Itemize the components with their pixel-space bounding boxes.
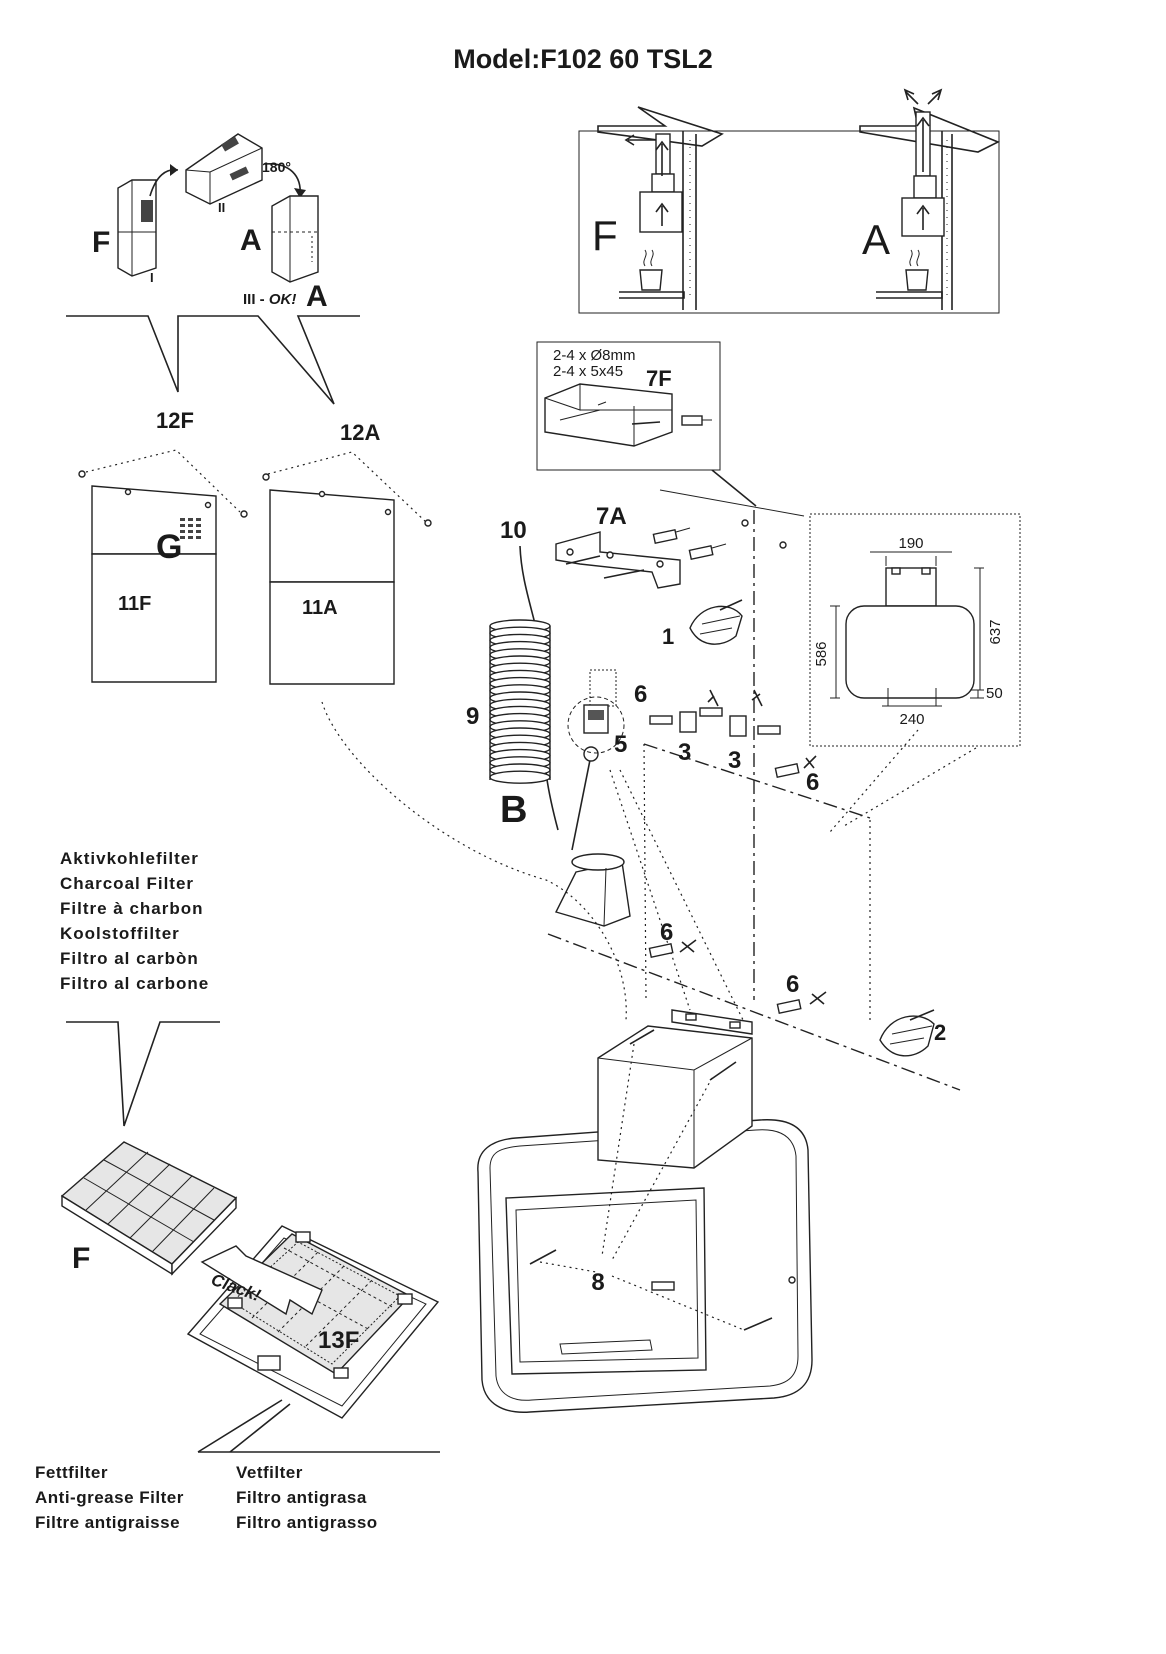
grease-label-4: Filtro antigrasa — [236, 1488, 367, 1507]
guide-1 — [643, 743, 647, 1001]
part-3a: 3 — [678, 739, 691, 766]
hand-drill-1 — [689, 599, 743, 645]
dim-190: 190 — [898, 535, 923, 552]
guide-2 — [609, 769, 691, 1011]
wall-upper-line — [643, 743, 871, 819]
charcoal-f: F — [72, 1242, 90, 1275]
part-7a: 7A — [596, 503, 627, 530]
grease-label-5: Filtro antigrasso — [236, 1513, 378, 1532]
mode-a-label: A — [862, 216, 890, 263]
part-6c: 6 — [660, 919, 673, 946]
label-a-left: A — [240, 224, 262, 257]
chimney-a — [262, 451, 432, 685]
plugs-6-lower — [648, 939, 827, 1015]
label-step-ii: II — [218, 200, 225, 215]
label-f-left: F — [92, 226, 110, 259]
callout-lines — [66, 315, 360, 405]
cooker-hood — [477, 1009, 813, 1413]
part-6b: 6 — [806, 769, 819, 796]
bracket-7a — [555, 519, 787, 589]
part-12a: 12A — [340, 420, 380, 445]
switch-5 — [567, 669, 625, 754]
dim-50: 50 — [986, 685, 1003, 702]
grease-filter — [186, 1225, 440, 1419]
callout-grease — [197, 1399, 291, 1453]
grease-label-1: Anti-grease Filter — [35, 1488, 184, 1507]
hand-drill-2 — [879, 1009, 935, 1057]
grease-label-3: Vetfilter — [236, 1463, 303, 1482]
mode-f-label: F — [592, 212, 618, 259]
grease-label-2: Filtre antigraisse — [35, 1513, 180, 1532]
label-angle: 180° — [262, 159, 291, 175]
label-step-iii: III - OK! — [243, 291, 296, 308]
part-11a: 11A — [302, 597, 338, 619]
step-prefix: III - — [243, 291, 269, 308]
step-1: 1 — [662, 624, 674, 649]
charcoal-label-1: Charcoal Filter — [60, 874, 194, 893]
part-7f: 7F — [646, 366, 672, 391]
leader-7f — [659, 489, 805, 517]
mode-illustration: F A — [578, 88, 1000, 314]
part-b: B — [500, 789, 527, 831]
part-6a: 6 — [634, 681, 647, 708]
guide-chimney — [321, 701, 627, 1021]
wrench-adapter — [554, 746, 631, 927]
part-10: 10 — [500, 517, 527, 544]
part-12f: 12F — [156, 408, 194, 433]
chimney-f — [78, 449, 248, 683]
guide-6 — [843, 747, 977, 827]
label-a-ok: A — [306, 280, 328, 313]
grease-label-0: Fettfilter — [35, 1463, 108, 1482]
duct-outline — [489, 626, 551, 780]
part-9: 9 — [466, 703, 479, 730]
brackets-3 — [649, 689, 817, 779]
step-2: 2 — [934, 1020, 946, 1045]
part-8: 8 — [591, 1269, 604, 1296]
charcoal-label-4: Filtro al carbòn — [60, 949, 199, 968]
guide-5 — [829, 729, 919, 833]
grease-filter-labels: Fettfilter Anti-grease Filter Filtre ant… — [35, 1463, 378, 1532]
charcoal-label-5: Filtro al carbone — [60, 974, 209, 993]
page-title: Model:F102 60 TSL2 — [453, 44, 713, 74]
step-ok: OK! — [269, 291, 297, 308]
part-6d: 6 — [786, 971, 799, 998]
dim-586: 586 — [813, 641, 830, 666]
dim-240: 240 — [899, 711, 924, 728]
dimension-drawing — [809, 513, 1021, 747]
part-13f: 13F — [318, 1327, 359, 1354]
callout-charcoal — [66, 1021, 220, 1127]
charcoal-label-3: Koolstoffilter — [60, 924, 180, 943]
dim-637: 637 — [987, 619, 1004, 644]
part-11f: 11F — [118, 593, 151, 615]
charcoal-label-2: Filtre à charbon — [60, 899, 204, 918]
part-5: 5 — [614, 731, 627, 758]
fixing-line-1: 2-4 x Ø8mm — [553, 347, 636, 364]
charcoal-label-0: Aktivkohlefilter — [60, 849, 199, 868]
label-step-i: I — [150, 270, 154, 285]
part-3b: 3 — [728, 747, 741, 774]
fixing-line-2: 2-4 x 5x45 — [553, 363, 623, 380]
charcoal-filter — [60, 1141, 238, 1276]
charcoal-filter-labels: Aktivkohlefilter Charcoal Filter Filtre … — [60, 849, 209, 993]
chimney-conversion-illustration — [117, 133, 319, 283]
fixings-box-7f — [536, 341, 757, 507]
flex-duct-9 — [489, 619, 551, 784]
part-g: G — [156, 528, 182, 566]
duct-coil — [489, 770, 551, 784]
